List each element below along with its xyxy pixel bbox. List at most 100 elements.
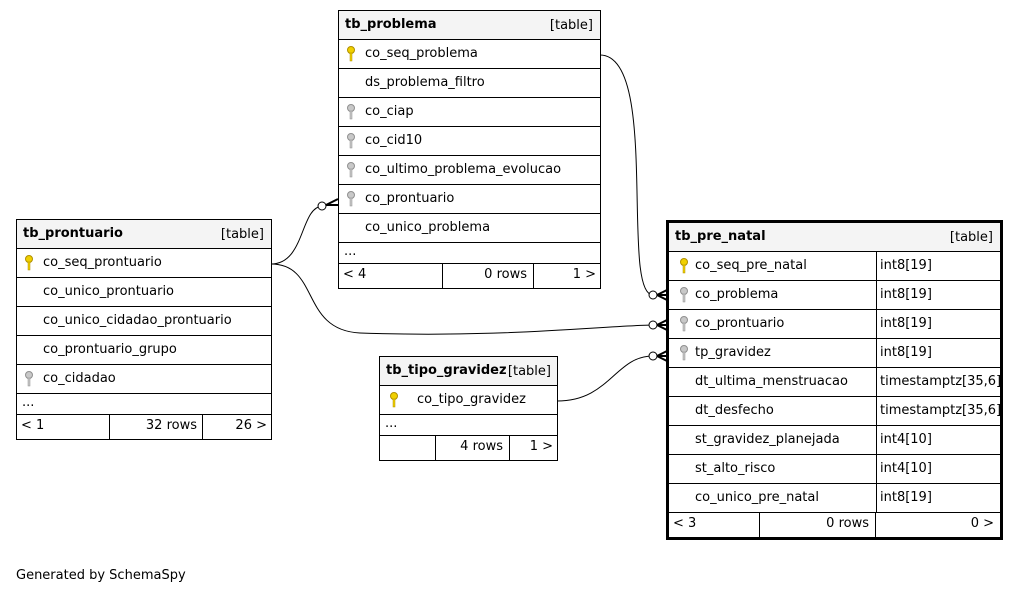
column-type: int8[19] xyxy=(880,345,932,360)
column-row[interactable]: co_cid10 xyxy=(339,127,600,156)
children-count[interactable]: 0 > xyxy=(970,516,994,531)
row-count: 4 rows xyxy=(460,439,503,454)
column-name: co_cidadao xyxy=(43,371,116,386)
column-row[interactable]: co_seq_problema xyxy=(339,40,600,69)
table-footer: < 4 0 rows 1 > xyxy=(339,264,600,288)
column-name: co_seq_prontuario xyxy=(43,255,162,270)
column-row[interactable]: co_prontuario int8[19] xyxy=(669,310,1000,339)
column-row[interactable]: co_unico_prontuario xyxy=(17,278,271,307)
column-name: co_problema xyxy=(695,287,779,302)
primary-key-icon xyxy=(390,392,398,408)
primary-key-icon xyxy=(25,255,33,271)
ellipsis: ... xyxy=(22,395,35,410)
primary-key-icon xyxy=(347,46,355,62)
parents-count[interactable]: < 4 xyxy=(343,267,367,282)
column-name: co_tipo_gravidez xyxy=(417,392,526,407)
foreign-key-icon xyxy=(347,191,355,207)
column-row[interactable]: co_seq_prontuario xyxy=(17,249,271,278)
foreign-key-icon xyxy=(347,162,355,178)
column-row[interactable]: co_seq_pre_natal int8[19] xyxy=(669,252,1000,281)
ellipsis: ... xyxy=(344,244,357,259)
column-row[interactable]: tp_gravidez int8[19] xyxy=(669,339,1000,368)
column-row[interactable]: st_gravidez_planejada int4[10] xyxy=(669,426,1000,455)
table-tb-problema[interactable]: tb_problema [table] co_seq_problema ds_p… xyxy=(338,10,601,289)
column-row[interactable]: co_tipo_gravidez xyxy=(380,386,557,415)
table-name: tb_tipo_gravidez xyxy=(386,363,507,378)
row-count: 0 rows xyxy=(826,516,869,531)
rel-crowfoot xyxy=(656,289,668,301)
children-count[interactable]: 26 > xyxy=(235,418,267,433)
foreign-key-icon xyxy=(25,371,33,387)
column-row[interactable]: co_ciap xyxy=(339,98,600,127)
column-name: co_unico_prontuario xyxy=(43,284,175,299)
foreign-key-icon xyxy=(680,345,688,361)
rel-tipo-gravidez-pre-natal xyxy=(556,355,654,402)
ellipsis: ... xyxy=(385,416,398,431)
column-row[interactable]: co_unico_cidadao_prontuario xyxy=(17,307,271,336)
generated-by-note: Generated by SchemaSpy xyxy=(16,568,186,583)
column-type: timestamptz[35,6] xyxy=(880,403,1002,418)
column-row[interactable]: co_ultimo_problema_evolucao xyxy=(339,156,600,185)
rel-circle xyxy=(317,201,327,211)
table-header[interactable]: tb_prontuario [table] xyxy=(17,220,271,249)
more-columns: ... xyxy=(380,415,557,436)
column-row[interactable]: st_alto_risco int4[10] xyxy=(669,455,1000,484)
column-name: dt_ultima_menstruacao xyxy=(695,374,848,389)
column-type: int8[19] xyxy=(880,316,932,331)
rel-circle xyxy=(648,351,658,361)
table-tb-prontuario[interactable]: tb_prontuario [table] co_seq_prontuario … xyxy=(16,219,272,440)
row-count: 0 rows xyxy=(484,267,527,282)
table-tb-tipo-gravidez[interactable]: tb_tipo_gravidez [table] co_tipo_gravide… xyxy=(379,356,558,461)
column-name: co_unico_pre_natal xyxy=(695,490,819,505)
table-kind: [table] xyxy=(949,230,993,245)
column-row[interactable]: co_prontuario xyxy=(339,185,600,214)
children-count[interactable]: 1 > xyxy=(529,439,553,454)
column-row[interactable]: dt_desfecho timestamptz[35,6] xyxy=(669,397,1002,426)
column-type: int8[19] xyxy=(880,258,932,273)
column-row[interactable]: co_unico_pre_natal int8[19] xyxy=(669,484,1000,513)
column-name: co_seq_pre_natal xyxy=(695,258,807,273)
column-name: co_ultimo_problema_evolucao xyxy=(365,162,562,177)
column-row[interactable]: co_prontuario_grupo xyxy=(17,336,271,365)
table-name: tb_prontuario xyxy=(23,226,123,241)
rel-circle xyxy=(648,290,658,300)
table-kind: [table] xyxy=(549,18,593,33)
column-name: st_alto_risco xyxy=(695,461,776,476)
column-name: co_prontuario xyxy=(365,191,455,206)
more-columns: ... xyxy=(339,243,600,264)
column-name: tp_gravidez xyxy=(695,345,771,360)
column-name: dt_desfecho xyxy=(695,403,774,418)
column-type: int8[19] xyxy=(880,490,932,505)
column-row[interactable]: dt_ultima_menstruacao timestamptz[35,6] xyxy=(669,368,1001,397)
parents-count[interactable]: < 3 xyxy=(673,516,697,531)
column-name: ds_problema_filtro xyxy=(365,75,485,90)
column-name: st_gravidez_planejada xyxy=(695,432,840,447)
foreign-key-icon xyxy=(680,316,688,332)
row-count: 32 rows xyxy=(145,418,197,433)
column-name: co_prontuario xyxy=(695,316,785,331)
parents-count[interactable]: < 1 xyxy=(21,418,45,433)
table-header[interactable]: tb_tipo_gravidez [table] xyxy=(380,357,557,386)
table-name: tb_problema xyxy=(345,17,437,32)
foreign-key-icon xyxy=(680,287,688,303)
column-name: co_unico_problema xyxy=(365,220,491,235)
column-row[interactable]: co_problema int8[19] xyxy=(669,281,1000,310)
column-row[interactable]: co_unico_problema xyxy=(339,214,600,243)
column-row[interactable]: co_cidadao xyxy=(17,365,271,394)
rel-problema-pre-natal xyxy=(599,54,654,296)
table-header[interactable]: tb_problema [table] xyxy=(339,11,600,40)
primary-key-icon xyxy=(680,258,688,274)
children-count[interactable]: 1 > xyxy=(572,267,596,282)
column-type: int8[19] xyxy=(880,287,932,302)
table-kind: [table] xyxy=(220,227,264,242)
column-name: co_unico_cidadao_prontuario xyxy=(43,313,232,328)
table-tb-pre-natal[interactable]: tb_pre_natal [table] co_seq_pre_natal in… xyxy=(666,220,1003,540)
column-row[interactable]: ds_problema_filtro xyxy=(339,69,600,98)
more-columns: ... xyxy=(17,394,271,415)
rel-crowfoot xyxy=(656,319,668,331)
table-footer: < 1 32 rows 26 > xyxy=(17,415,271,439)
column-name: co_prontuario_grupo xyxy=(43,342,177,357)
table-header[interactable]: tb_pre_natal [table] xyxy=(669,223,1000,252)
column-name: co_cid10 xyxy=(365,133,423,148)
